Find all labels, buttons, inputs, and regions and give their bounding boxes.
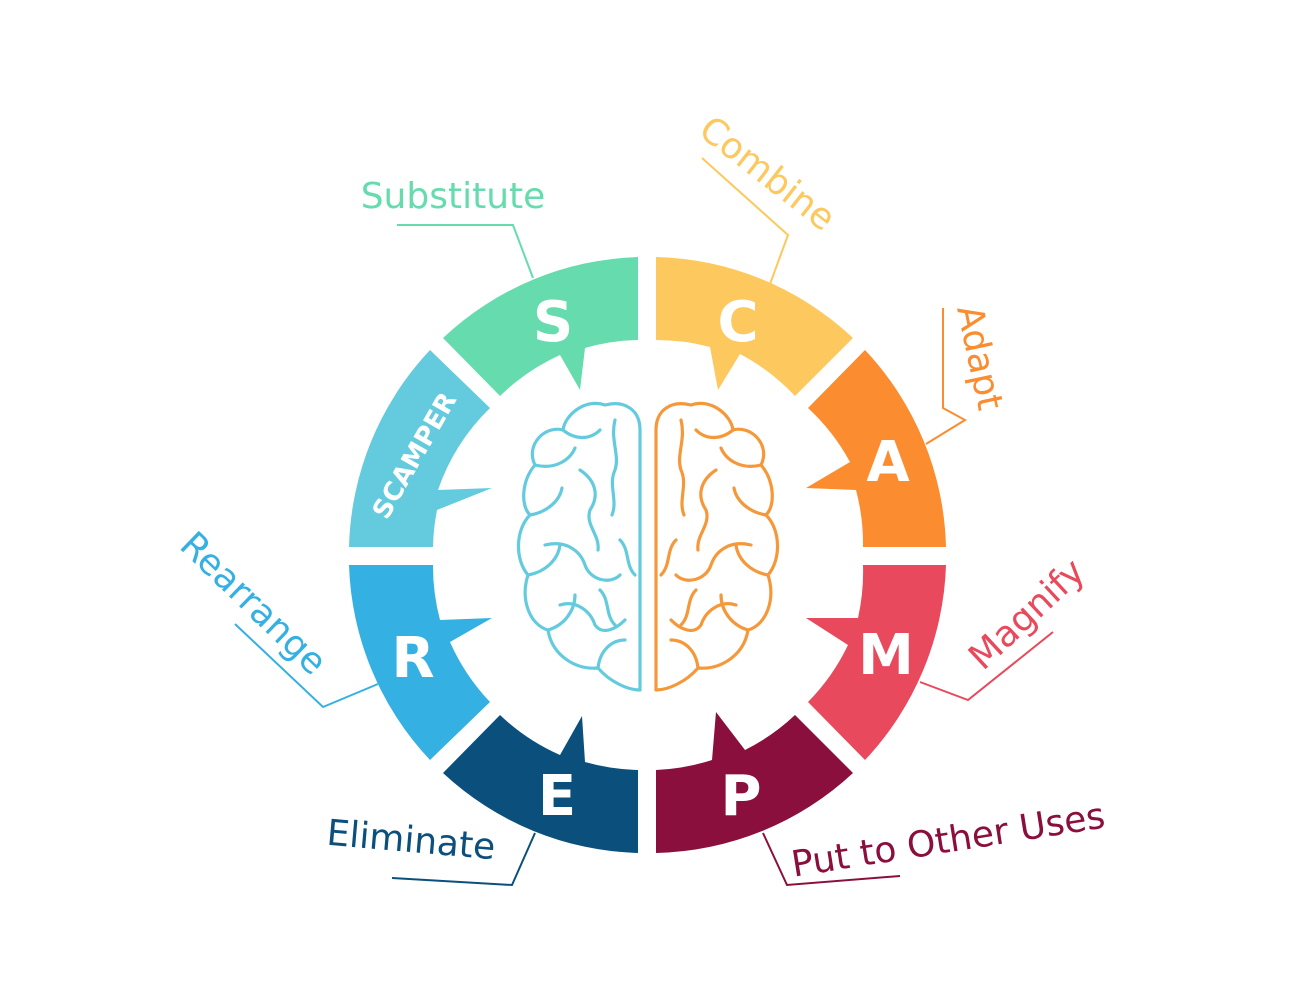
brain-right-hemisphere <box>654 401 780 692</box>
label-substitute: Substitute <box>361 176 546 217</box>
leader-put-to-other-uses <box>762 832 901 887</box>
brain-left-hemisphere <box>516 401 642 692</box>
segment-magnify <box>806 565 946 760</box>
leader-combine <box>701 157 790 285</box>
letter-s: S <box>533 290 573 355</box>
label-adapt: Adapt <box>948 302 1010 414</box>
letter-r: R <box>391 626 434 691</box>
segment-rearrange <box>349 565 492 760</box>
segment-put-to-other-uses <box>656 712 853 853</box>
leader-rearrange <box>234 623 379 709</box>
scamper-ring <box>349 257 946 853</box>
leader-eliminate <box>391 832 536 887</box>
label-combine: Combine <box>691 109 842 240</box>
segment-scamper <box>349 350 492 547</box>
letter-a: A <box>866 430 910 495</box>
letter-m: M <box>858 623 914 688</box>
leader-magnify <box>919 631 1054 702</box>
callout-leaders <box>234 157 1054 887</box>
brain-icon <box>516 401 780 692</box>
letter-p: P <box>720 764 761 829</box>
segment-eliminate <box>443 715 638 853</box>
letter-c: C <box>717 290 758 355</box>
leader-adapt <box>925 308 967 445</box>
segment-combine <box>656 257 853 396</box>
label-eliminate: Eliminate <box>325 813 497 869</box>
label-put-to-other-uses: Put to Other Uses <box>789 796 1108 886</box>
label-magnify: Magnify <box>961 551 1093 678</box>
letter-e: E <box>538 764 576 829</box>
segment-adapt <box>806 350 946 547</box>
label-rearrange: Rearrange <box>172 524 335 683</box>
segment-substitute <box>443 257 638 396</box>
leader-substitute <box>397 224 534 279</box>
